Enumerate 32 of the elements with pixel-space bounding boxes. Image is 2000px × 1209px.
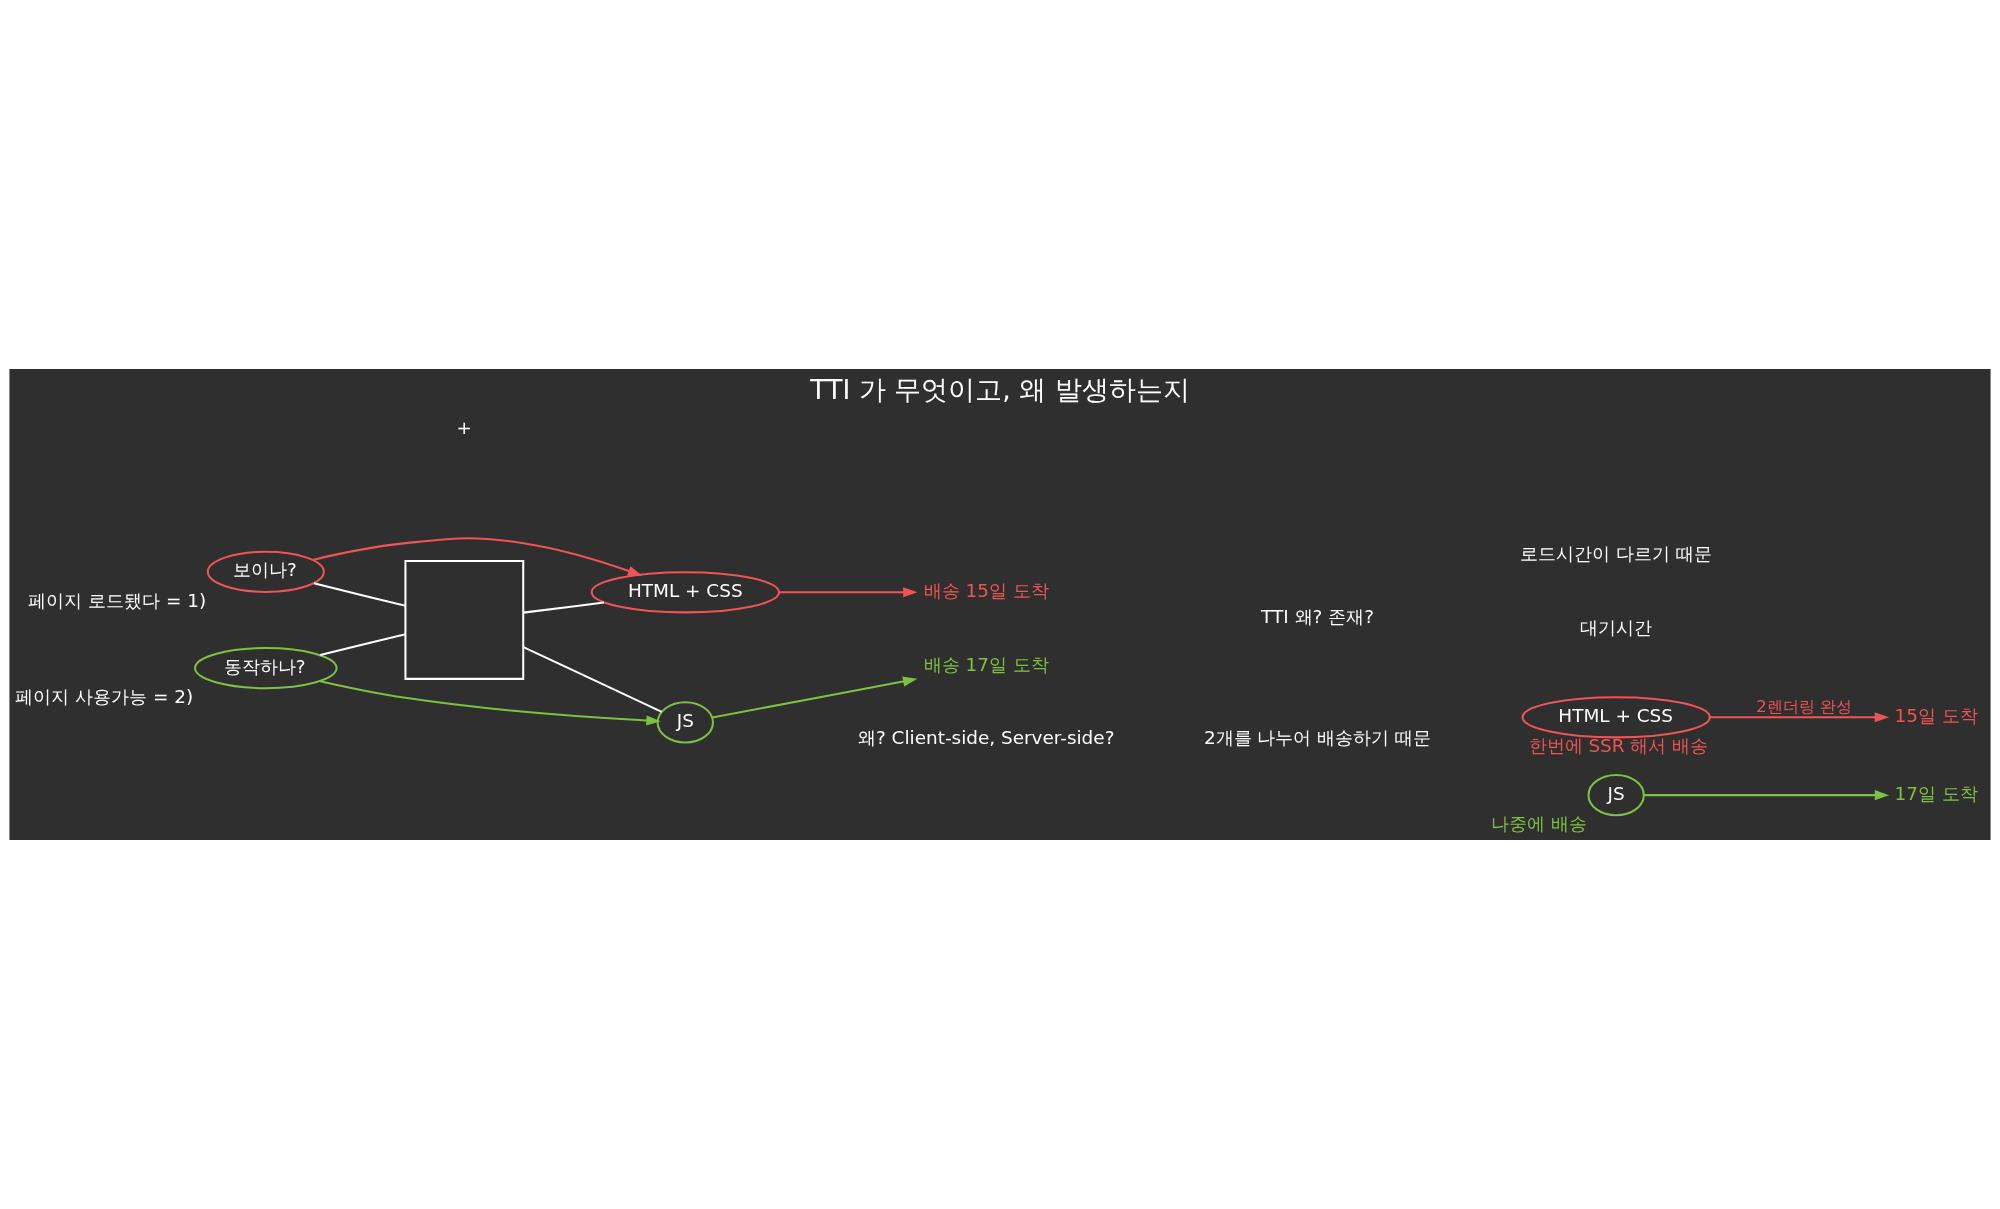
node-text: 17일 도착 (1894, 782, 1978, 804)
node-text: 배송 17일 도착 (923, 653, 1049, 675)
diagram-title: TTI 가 무엇이고, 왜 발생하는지 (810, 373, 1190, 405)
label: + (456, 416, 473, 438)
arrow (312, 537, 643, 576)
connector (523, 601, 605, 614)
connector (523, 646, 663, 713)
node-ellipse: HTML + CSS (1521, 696, 1711, 739)
node-label: 페이지 로드됐다 = 1) (28, 589, 207, 611)
label: 대기시간 (1580, 616, 1653, 638)
label: TTI 왜? 존재? (1261, 606, 1375, 628)
node-ellipse: JS (656, 701, 714, 744)
edge-label: 2렌더링 완성 (1756, 696, 1852, 716)
arrow (778, 587, 918, 598)
label: 2개를 나누어 배송하기 때문 (1203, 727, 1432, 749)
arrow (1709, 712, 1890, 723)
connector (320, 633, 406, 656)
arrow (1644, 790, 1890, 801)
connector (313, 582, 406, 607)
node-label: 페이지 사용가능 = 2) (15, 686, 194, 708)
arrow (319, 680, 661, 726)
node-ellipse: 보이나? (206, 550, 325, 593)
node-ellipse: JS (1587, 774, 1645, 817)
node-box (404, 560, 525, 680)
node-ellipse: HTML + CSS (590, 571, 780, 614)
arrow (712, 676, 918, 719)
label: 로드시간이 다르기 때문 (1520, 542, 1713, 564)
node-text: 15일 도착 (1894, 704, 1978, 726)
node-ellipse: 동작하나? (194, 647, 338, 690)
label: 왜? Client-side, Server-side? (857, 727, 1115, 749)
node-text: 배송 15일 도착 (923, 579, 1049, 601)
node-label: 나중에 배송 (1491, 813, 1588, 835)
